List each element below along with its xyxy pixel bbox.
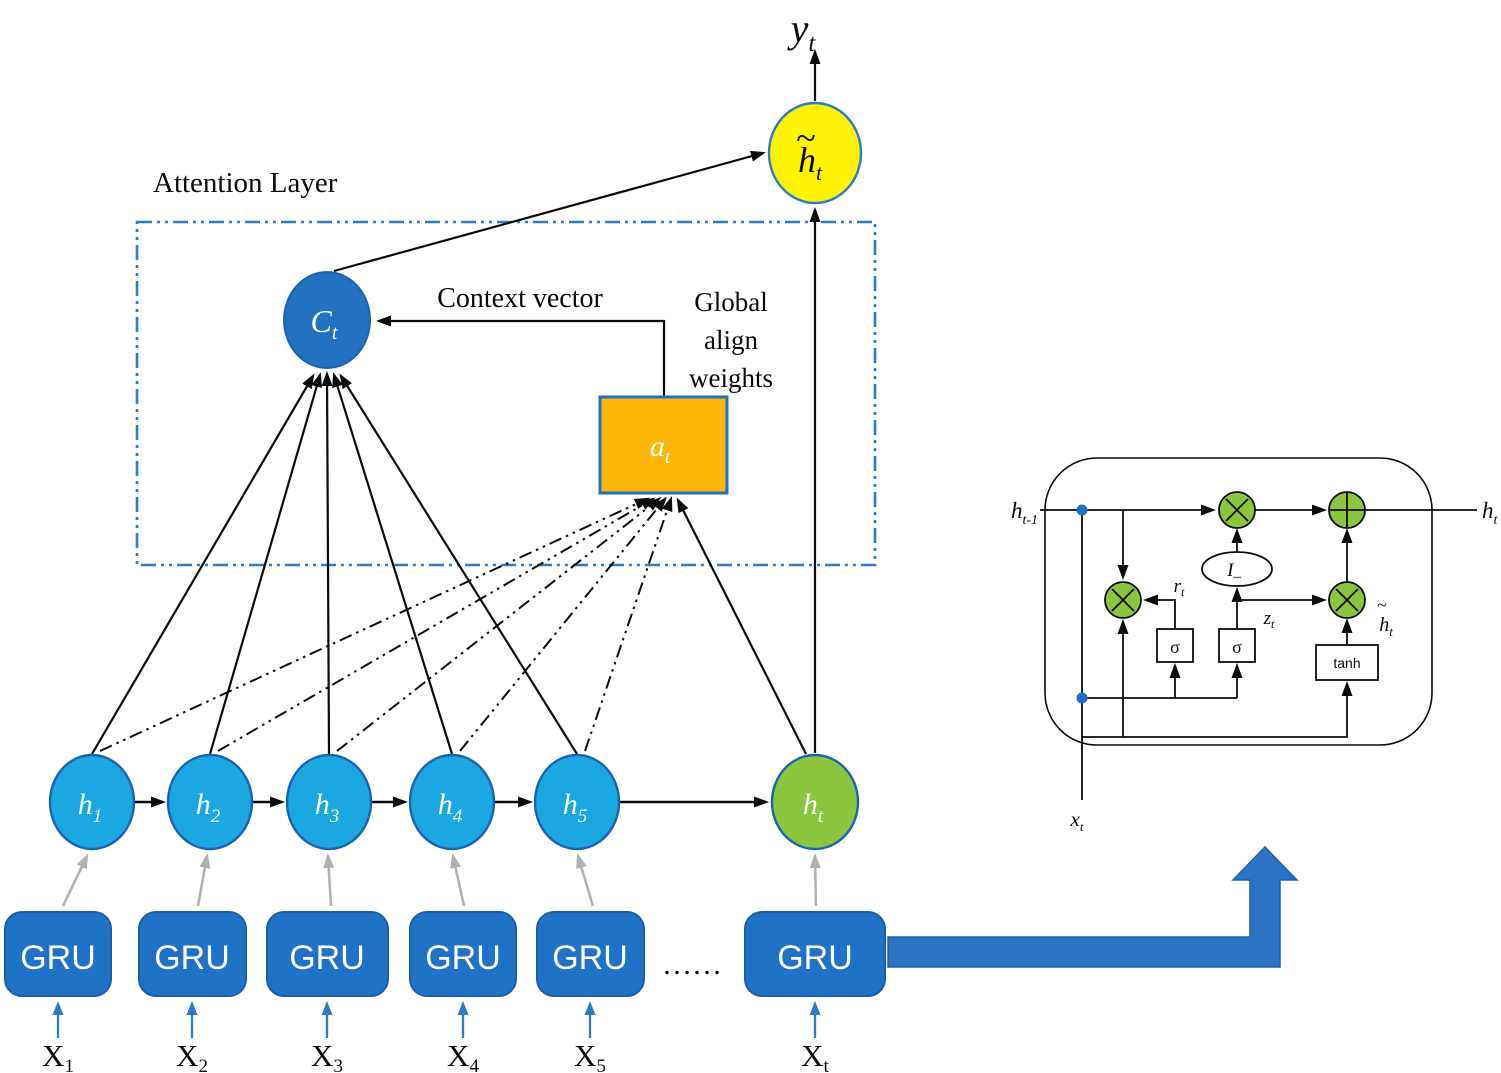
gru2-to-h2-arrow	[196, 853, 211, 907]
grut-to-ht-arrow	[809, 853, 821, 907]
gru-zoom-pointer-arrow	[887, 845, 1299, 968]
candidate-node-tilde: ~	[796, 118, 815, 158]
multiply-gate-top-cross	[1225, 498, 1249, 522]
h2-label: h2	[196, 788, 221, 827]
ht-label: ht	[803, 788, 824, 827]
sigma-box-r	[1156, 628, 1194, 663]
sigma-r-label: σ	[1170, 637, 1180, 657]
context-node-label: Ct	[311, 303, 338, 344]
reset-gate-label: rt	[1174, 576, 1185, 599]
junction-dot-top	[1076, 504, 1088, 516]
h1-label: h1	[78, 788, 103, 827]
h3-to-context-arrow	[321, 371, 333, 755]
input-label-x1: X1	[42, 1038, 74, 1073]
grut-label: GRU	[777, 939, 853, 977]
align-weights-label-line1: Global	[694, 287, 768, 317]
candidate-state-node	[767, 101, 863, 205]
xt-to-tanh-arrow	[1082, 681, 1353, 738]
input-label-xt: Xt	[801, 1038, 829, 1073]
multiply-gate-reset-cross	[1111, 588, 1135, 612]
hidden-state-node-h2	[166, 753, 254, 851]
hidden-state-node-h4	[408, 753, 496, 851]
gru4-to-h4-arrow	[450, 853, 466, 907]
gru5-label: GRU	[552, 939, 628, 977]
align-weights-label-line2: align	[704, 325, 758, 355]
hidden-state-node-h5	[533, 753, 621, 851]
gru-box-1	[4, 911, 112, 997]
candidate-node-label: ht	[798, 140, 823, 185]
cell-candidate-label: ht	[1379, 614, 1393, 639]
h4-to-context-arrow	[332, 372, 454, 755]
h4-to-align-dashed-arrow	[459, 496, 667, 752]
input-label-x5: X5	[574, 1038, 606, 1073]
multiply-gate-candidate-cross	[1335, 588, 1359, 612]
gru3-to-h3-arrow	[323, 853, 335, 907]
gru-box-2	[138, 911, 247, 997]
align-node-label: at	[650, 430, 671, 468]
output-label: yt	[787, 6, 817, 57]
context-vector-label: Context vector	[437, 283, 603, 314]
h4-label: h4	[438, 788, 463, 827]
h5-label: h5	[563, 788, 588, 827]
attention-layer-title: Attention Layer	[153, 167, 338, 199]
tanh-label: tanh	[1333, 655, 1360, 671]
gru2-label: GRU	[154, 939, 230, 977]
gru1-label: GRU	[20, 939, 96, 977]
attention-layer-box	[135, 220, 877, 567]
h2-to-align-dashed-arrow	[217, 497, 656, 752]
update-gate-label: zt	[1263, 608, 1275, 631]
sigma-r-to-multiply-arrow	[1143, 594, 1176, 629]
hidden-state-node-h1	[48, 753, 136, 851]
input-label-x4: X4	[447, 1038, 479, 1073]
ellipsis-label: ……	[662, 948, 722, 981]
cell-candidate-tilde: ~	[1377, 595, 1387, 615]
sigma-z-label: σ	[1232, 637, 1242, 657]
gru3-label: GRU	[289, 939, 365, 977]
gru-cell-boundary	[1044, 457, 1433, 746]
h3-label: h3	[315, 788, 340, 827]
h5-to-context-arrow	[339, 373, 578, 755]
align-weights-label-line3: weights	[689, 363, 773, 393]
gru-box-5	[536, 911, 645, 997]
context-vector-node	[283, 271, 371, 369]
h1-to-context-arrow	[91, 373, 315, 755]
h1-to-align-dashed-arrow	[99, 497, 650, 752]
context-to-candidate-arrow	[333, 150, 766, 273]
align-to-context-arrow	[376, 315, 666, 397]
ht-to-align-arrow	[676, 497, 807, 755]
gru-box-4	[409, 911, 517, 997]
tanh-box	[1315, 644, 1379, 681]
gru4-label: GRU	[425, 939, 501, 977]
input-label-x3: X3	[311, 1038, 343, 1073]
gru-box-3	[266, 911, 389, 997]
h5-to-align-dashed-arrow	[584, 496, 673, 752]
gru5-to-h5-arrow	[576, 853, 595, 907]
one-minus-label: I_	[1226, 560, 1241, 581]
input-label-x2: X2	[176, 1038, 208, 1073]
sigma-box-z	[1218, 628, 1256, 663]
hidden-state-node-h3	[285, 753, 373, 851]
xt-cell-label: xt	[1070, 807, 1084, 834]
junction-dot-bottom	[1076, 692, 1088, 704]
hnext-label: ht	[1482, 498, 1499, 528]
one-minus-ellipse	[1201, 551, 1273, 587]
gru-box-t	[744, 911, 886, 997]
hidden-state-node-ht	[770, 753, 860, 851]
h3-to-align-dashed-arrow	[336, 497, 662, 752]
gru1-to-h1-arrow	[61, 853, 89, 907]
align-weights-node	[598, 395, 729, 495]
hprev-label: ht-1	[1011, 498, 1038, 528]
